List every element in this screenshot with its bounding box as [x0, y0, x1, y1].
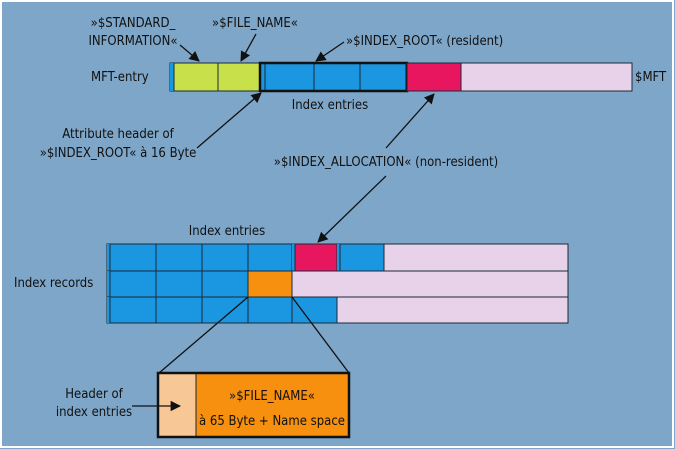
index-allocation-cell	[406, 62, 462, 92]
index-records-grid	[106, 243, 569, 324]
detail-file-name-label: »$FILE_NAME«	[229, 389, 315, 404]
index-entry-cell	[201, 270, 249, 298]
index-entry-cell	[201, 243, 249, 272]
arrow-standard-information	[179, 44, 200, 62]
arrow-index-allocation-down	[317, 175, 387, 243]
zoom-line-right	[291, 296, 350, 374]
index-entry-cell	[291, 296, 338, 324]
index-entry-cell	[155, 243, 203, 272]
index-entry-cell	[109, 270, 157, 298]
labels: »$STANDARD_ INFORMATION« »$FILE_NAME« »$…	[14, 16, 667, 429]
arrow-attribute-header	[196, 92, 262, 149]
index-root-entry-cell	[359, 62, 407, 92]
detail-box-outline	[156, 371, 351, 439]
attribute-header-label-line2: »$INDEX_ROOT« à 16 Byte	[40, 146, 197, 161]
index-allocation-pointer-cell	[294, 243, 338, 272]
detail-size-label: à 65 Byte + Name space	[199, 414, 345, 429]
mft-entry-label: MFT-entry	[91, 70, 149, 85]
index-root-attribute-header-cell	[260, 63, 265, 91]
index-entry-cell	[247, 296, 293, 324]
standard-information-label-line1: »$STANDARD_	[91, 16, 176, 31]
index-entry-cell	[201, 296, 249, 324]
index-entry-separator	[337, 244, 340, 271]
entry-header-cell	[157, 372, 197, 438]
index-entry-cell	[109, 296, 157, 324]
index-entry-cell	[109, 243, 157, 272]
standard-information-cell	[173, 62, 219, 92]
index-entry-separator	[292, 244, 295, 271]
index-record-header	[107, 271, 110, 297]
header-of-entries-label-line1: Header of	[65, 387, 123, 402]
file-name-cell	[217, 62, 261, 92]
index-entry-cell	[339, 243, 385, 272]
index-root-label: »$INDEX_ROOT« (resident)	[346, 34, 503, 49]
connectors	[132, 33, 435, 412]
mft-entry-bar	[169, 61, 633, 93]
index-allocation-label: »$INDEX_ALLOCATION« (non-resident)	[274, 155, 498, 170]
mft-entry-start-marker	[170, 63, 174, 91]
standard-information-label-line2: INFORMATION«	[88, 34, 177, 49]
index-entry-cell	[155, 296, 203, 324]
index-entry-cell	[155, 270, 203, 298]
attribute-header-label-line1: Attribute header of	[62, 127, 174, 142]
zoom-line-left	[158, 296, 249, 374]
arrow-index-root	[315, 41, 345, 62]
index-entries-top-label: Index entries	[292, 98, 368, 113]
index-entry-cell	[247, 243, 293, 272]
file-name-entry-cell	[247, 270, 293, 298]
mft-label: $MFT	[635, 70, 667, 85]
index-record-header	[107, 297, 110, 323]
arrow-index-allocation-up	[385, 93, 435, 149]
index-root-entry-cell	[313, 62, 361, 92]
index-record-header	[107, 244, 110, 271]
file-name-label: »$FILE_NAME«	[212, 16, 298, 31]
arrow-file-name	[240, 33, 257, 62]
index-records-label: Index records	[14, 276, 93, 291]
header-of-entries-label-line2: index entries	[56, 405, 132, 420]
index-entries-bottom-label: Index entries	[189, 224, 265, 239]
index-root-entry-cell	[264, 62, 315, 92]
